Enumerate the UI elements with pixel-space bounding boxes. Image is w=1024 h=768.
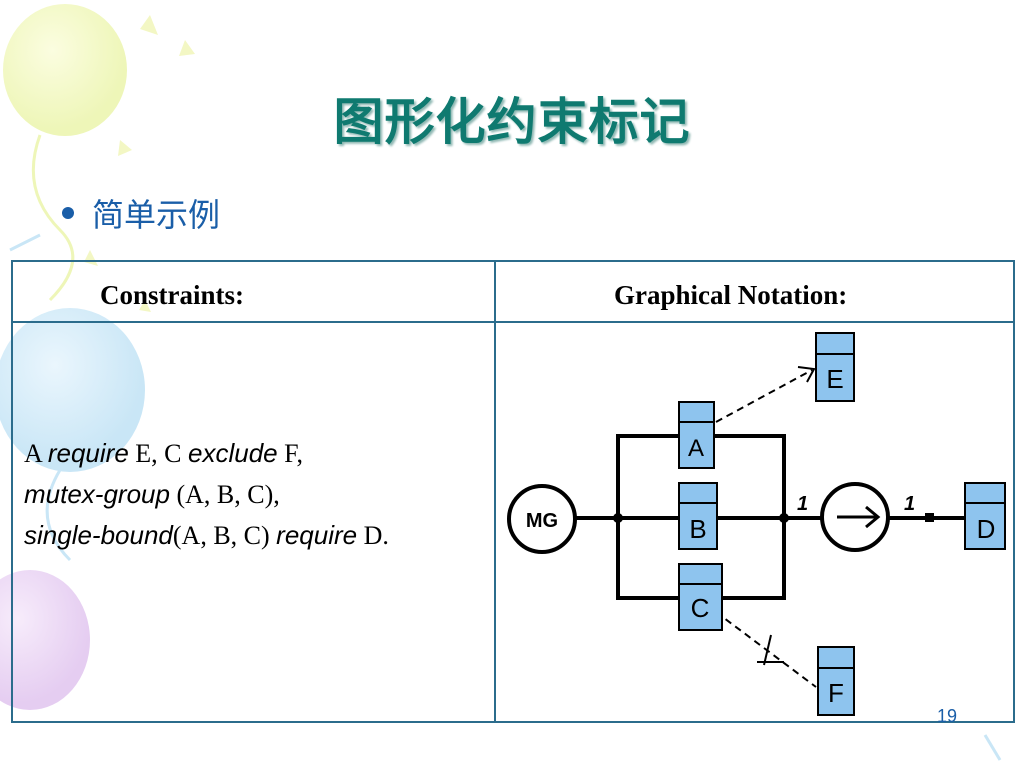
constraint-line-3: single-bound(A, B, C) require D.: [24, 515, 389, 556]
constraints-table: Constraints: Graphical Notation: A requi…: [11, 260, 1015, 723]
constraint-segment: require: [276, 520, 358, 550]
constraint-line-2: mutex-group (A, B, C),: [24, 474, 389, 515]
left-junction-dot: [613, 513, 623, 523]
right-multiplicity: 1: [904, 493, 915, 515]
constraint-segment: F,: [277, 439, 304, 468]
constraint-segment: require: [47, 438, 129, 468]
header-divider: [13, 321, 1013, 323]
require-dashed-line: [715, 369, 813, 423]
feature-label-e: E: [826, 364, 843, 394]
notation-header: Graphical Notation:: [614, 280, 848, 310]
exclude-cross-v: [763, 634, 772, 666]
bullet-item: 简单示例: [62, 190, 220, 236]
require-dashed-arrow-icon: [797, 366, 816, 383]
feature-label-f: F: [828, 678, 844, 708]
feature-box-a: A: [678, 401, 715, 469]
feature-box-b: B: [678, 482, 718, 550]
page-number: 19: [937, 706, 958, 726]
feature-box-d: D: [964, 482, 1006, 550]
require-arrow-icon: [865, 505, 881, 529]
confetti-lines: [9, 233, 1002, 761]
d-connector-square: [925, 513, 934, 522]
feature-label-c: C: [691, 593, 710, 623]
slide-title: 图形化约束标记: [333, 93, 691, 151]
constraint-segment: E, C: [128, 439, 189, 468]
constraint-segment: exclude: [188, 438, 278, 468]
purple-balloon: [0, 570, 90, 710]
feature-label-a: A: [688, 435, 704, 462]
constraints-text: A require E, C exclude F, mutex-group (A…: [24, 433, 389, 556]
bullet-dot-icon: [62, 207, 74, 219]
exclude-dashed-line: [715, 611, 817, 688]
constraint-line-1: A require E, C exclude F,: [24, 433, 389, 474]
feature-box-f: F: [817, 646, 855, 716]
blue-balloon: [0, 308, 145, 562]
constraints-header: Constraints:: [100, 280, 245, 310]
constraint-segment: D.: [357, 521, 389, 550]
constraint-segment: A: [24, 439, 48, 468]
graphical-notation-diagram: MG 1 1 A B C D: [507, 332, 1006, 716]
feature-box-c: C: [678, 563, 723, 631]
column-divider: [494, 262, 496, 721]
left-multiplicity: 1: [797, 493, 808, 515]
mg-label: MG: [526, 510, 558, 532]
yellow-balloon: [3, 4, 127, 302]
constraint-segment: mutex-group: [24, 479, 170, 509]
feature-box-e: E: [815, 332, 855, 402]
bullet-text: 简单示例: [92, 196, 221, 234]
constraint-segment: (A, B, C),: [169, 480, 280, 509]
confetti-stars: [84, 15, 195, 312]
feature-label-d: D: [977, 514, 996, 544]
feature-label-b: B: [689, 514, 706, 544]
constraint-segment: (A, B, C): [172, 521, 277, 550]
constraint-segment: single-bound: [24, 520, 173, 550]
